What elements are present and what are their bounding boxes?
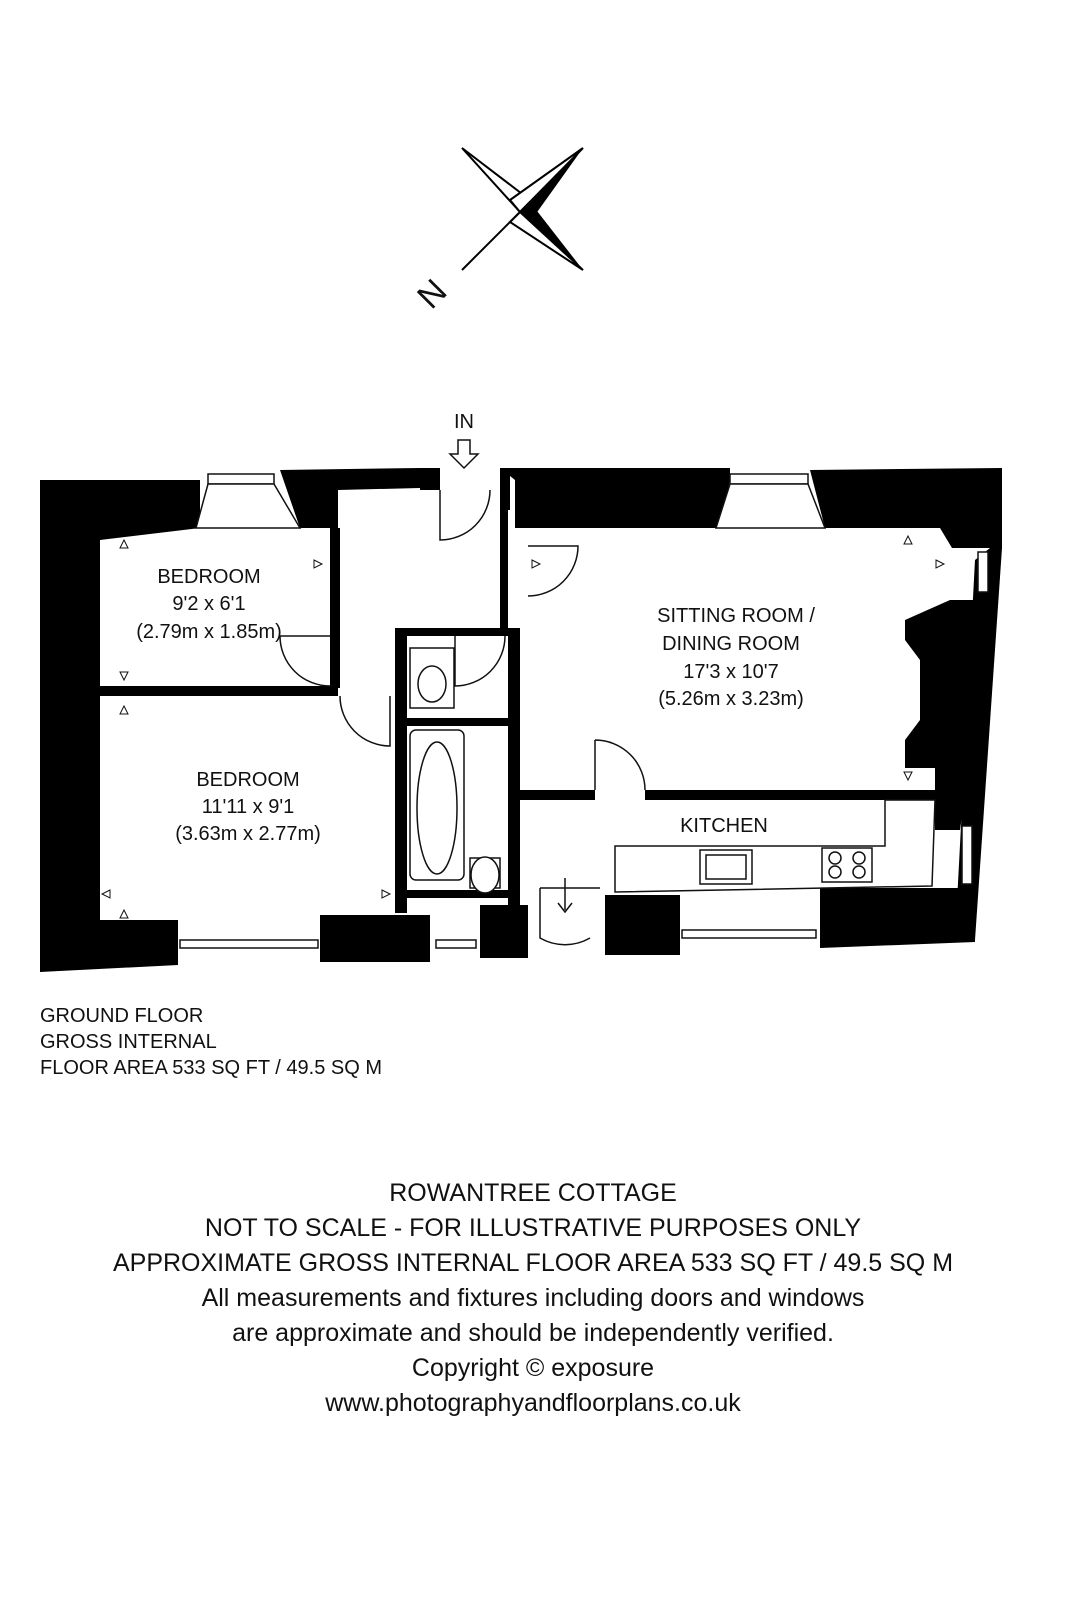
room-sitting-room: SITTING ROOM / DINING ROOM 17'3 x 10'7 (… <box>657 605 815 710</box>
room-name-line2: DINING ROOM <box>662 633 800 655</box>
floor-area-label: GROSS INTERNAL <box>40 1031 217 1053</box>
window-bedroom-1 <box>207 473 275 485</box>
room-imperial: 11'11 x 9'1 <box>202 796 295 818</box>
walls <box>40 468 1002 972</box>
room-name: BEDROOM <box>196 769 299 791</box>
bathroom-fixtures <box>409 647 501 894</box>
window-reveals <box>195 483 827 529</box>
copyright: Copyright © exposure <box>411 1354 655 1382</box>
window-kitchen-side <box>961 825 973 885</box>
property-name: ROWANTREE COTTAGE <box>389 1179 677 1207</box>
room-name-line1: SITTING ROOM / <box>657 605 815 627</box>
north-compass-icon: N <box>410 147 584 316</box>
room-imperial: 9'2 x 6'1 <box>172 593 245 615</box>
room-bedroom-1: BEDROOM 9'2 x 6'1 (2.79m x 1.85m) <box>136 566 282 643</box>
floor-area-value: FLOOR AREA 533 SQ FT / 49.5 SQ M <box>40 1057 382 1079</box>
total-area: APPROXIMATE GROSS INTERNAL FLOOR AREA 53… <box>112 1249 954 1277</box>
plan-footer: ROWANTREE COTTAGE NOT TO SCALE - FOR ILL… <box>0 1176 1066 1421</box>
room-bedroom-2: BEDROOM 11'11 x 9'1 (3.63m x 2.77m) <box>175 769 321 845</box>
floor-name: GROUND FLOOR <box>40 1005 204 1027</box>
room-imperial: 17'3 x 10'7 <box>683 661 779 683</box>
dimension-markers <box>100 534 946 919</box>
website: www.photographyandfloorplans.co.uk <box>325 1389 741 1417</box>
room-name: BEDROOM <box>157 566 260 588</box>
room-metric: (5.26m x 3.23m) <box>658 688 804 710</box>
room-name: KITCHEN <box>680 815 768 837</box>
back-door-arrow-icon <box>557 878 573 914</box>
measurement-note-2: are approximate and should be independen… <box>232 1319 834 1347</box>
windows <box>179 473 989 949</box>
room-metric: (2.79m x 1.85m) <box>136 621 282 643</box>
window-kitchen <box>681 929 817 939</box>
room-metric: (3.63m x 2.77m) <box>175 823 321 845</box>
scale-disclaimer: NOT TO SCALE - FOR ILLUSTRATIVE PURPOSES… <box>204 1214 862 1242</box>
window-sitting-room <box>729 473 809 485</box>
window-bedroom-2 <box>179 939 319 949</box>
window-bathroom <box>435 939 477 949</box>
kitchen-fixtures <box>614 799 936 893</box>
compass-north-label: N <box>410 272 454 316</box>
measurement-note-1: All measurements and fixtures including … <box>201 1284 865 1312</box>
entrance-arrow-icon <box>448 439 480 470</box>
floor-area-info: GROUND FLOOR GROSS INTERNAL FLOOR AREA 5… <box>40 1003 382 1081</box>
entrance-marker: IN <box>448 411 480 470</box>
room-kitchen: KITCHEN <box>680 815 768 837</box>
doors <box>279 489 646 946</box>
window-sitting-room-side <box>977 551 989 593</box>
entrance-label: IN <box>454 411 474 433</box>
hob-icon <box>821 847 873 883</box>
kitchen-worktop <box>614 799 936 893</box>
